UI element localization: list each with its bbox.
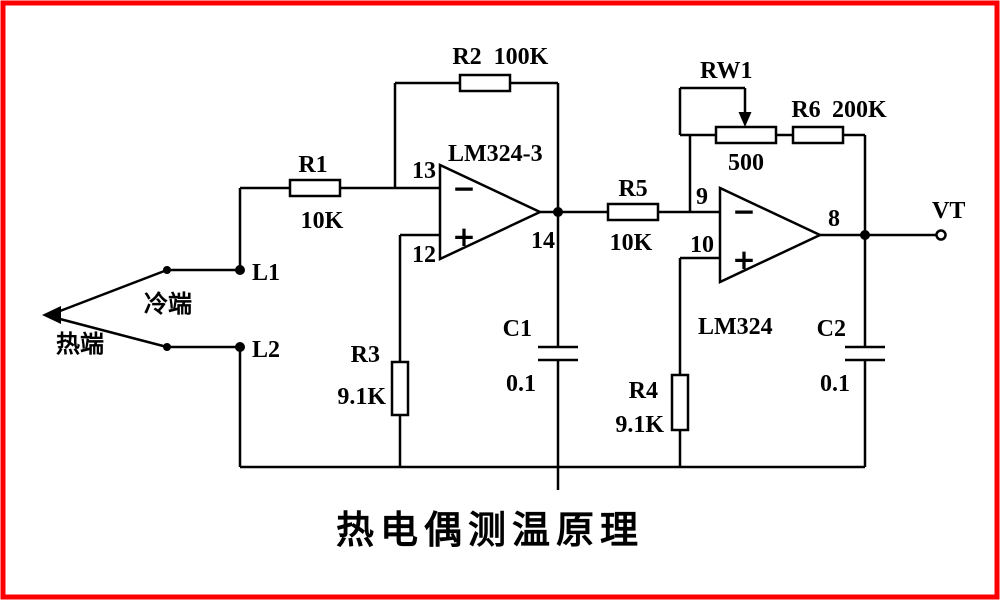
opamp2-pin8-label: 8 bbox=[828, 206, 840, 232]
vt-terminal-circle bbox=[935, 229, 947, 241]
opamp1-pin14-label: 14 bbox=[531, 228, 555, 254]
opamp2-output-node-dot bbox=[860, 230, 870, 240]
rw1-value-label: 500 bbox=[728, 150, 764, 176]
opamp1-inverting-sign: − bbox=[452, 172, 475, 205]
r1-value-label: 10K bbox=[301, 208, 344, 234]
opamp1-triangle bbox=[438, 163, 543, 261]
opamp1-pin12-label: 12 bbox=[412, 242, 436, 268]
rw1-potentiometer bbox=[714, 125, 778, 145]
r4-value-label: 9.1K bbox=[615, 412, 664, 438]
r6-value-label: 200K bbox=[832, 97, 887, 123]
l2-terminal-dot bbox=[235, 342, 245, 352]
thermocouple-lower-wire bbox=[59, 317, 168, 349]
r2-resistor bbox=[458, 73, 512, 93]
opamp2-name-label: LM324 bbox=[698, 314, 773, 340]
junction-dot-upper bbox=[163, 266, 171, 274]
l1-label: L1 bbox=[252, 260, 280, 286]
opamp2-noninverting-sign: + bbox=[732, 243, 755, 276]
opamp1-noninverting-sign: + bbox=[452, 220, 475, 253]
opamp1-name-label: LM324-3 bbox=[448, 141, 543, 167]
l1-terminal-dot bbox=[235, 265, 245, 275]
hot-junction-arrow bbox=[42, 306, 61, 324]
opamp1-output-node-dot bbox=[553, 207, 563, 217]
c1-ref-label: C1 bbox=[503, 316, 532, 342]
r5-value-label: 10K bbox=[610, 230, 653, 256]
opamp2-inverting-sign: − bbox=[732, 195, 755, 228]
r1-ref-label: R1 bbox=[298, 152, 327, 178]
cold-end-label: 冷端 bbox=[144, 290, 192, 318]
c1-value-label: 0.1 bbox=[506, 371, 536, 397]
rw1-wiper-arrowhead bbox=[738, 112, 752, 127]
diagram-title: 热电偶测温原理 bbox=[336, 510, 644, 552]
thermocouple-upper-wire bbox=[59, 268, 168, 313]
r6-ref-label: R6 bbox=[791, 97, 820, 123]
r3-resistor bbox=[390, 360, 410, 417]
r4-resistor bbox=[670, 373, 690, 432]
opamp2-triangle bbox=[718, 186, 823, 284]
junction-dot-lower bbox=[163, 343, 171, 351]
labels: 热端 冷端 L1 L2 R1 10K R2 100K LM324-3 13 12… bbox=[56, 44, 965, 552]
components bbox=[288, 73, 885, 432]
r2-value-label: 100K bbox=[494, 44, 549, 70]
r4-ref-label: R4 bbox=[629, 378, 658, 404]
rw1-ref-label: RW1 bbox=[700, 58, 753, 84]
junctions bbox=[42, 112, 947, 352]
opamp2-pin10-label: 10 bbox=[690, 232, 714, 258]
r3-value-label: 9.1K bbox=[337, 384, 386, 410]
wires bbox=[59, 81, 936, 490]
opamp2-pin9-label: 9 bbox=[696, 184, 708, 210]
hot-end-label: 热端 bbox=[56, 331, 104, 358]
opamp1-pin13-label: 13 bbox=[412, 158, 436, 184]
r1-resistor bbox=[288, 178, 342, 198]
c2-ref-label: C2 bbox=[817, 316, 846, 342]
c2-value-label: 0.1 bbox=[820, 371, 850, 397]
l2-label: L2 bbox=[252, 337, 280, 363]
r5-resistor bbox=[606, 202, 660, 222]
vt-output-label: VT bbox=[932, 198, 965, 224]
r5-ref-label: R5 bbox=[618, 176, 647, 202]
r2-ref-label: R2 bbox=[452, 44, 481, 70]
r6-resistor bbox=[791, 125, 845, 145]
r3-ref-label: R3 bbox=[351, 342, 380, 368]
